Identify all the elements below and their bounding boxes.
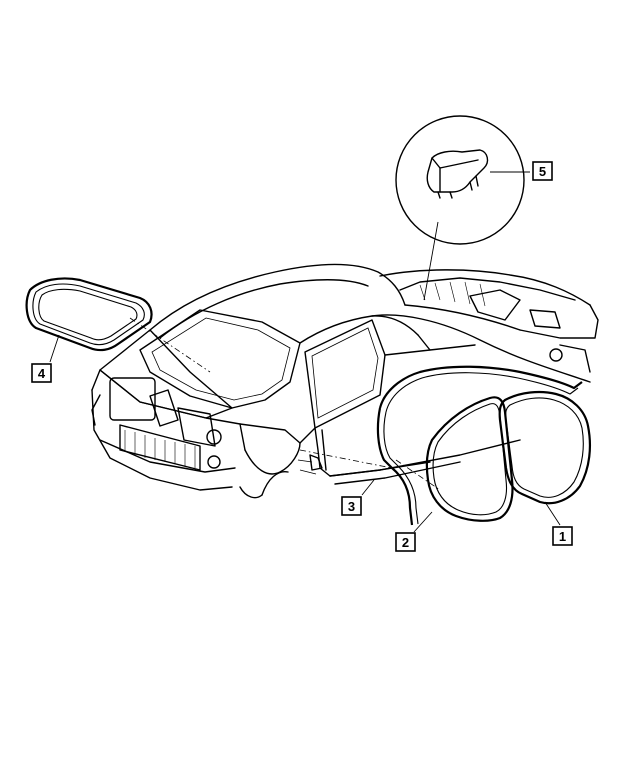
callout-3: 3 bbox=[341, 496, 362, 516]
door-opening-seal bbox=[391, 465, 419, 526]
rear-door-weatherstrip bbox=[376, 365, 583, 469]
callout-5: 5 bbox=[532, 161, 553, 181]
callout-4: 4 bbox=[31, 363, 52, 383]
front-door-weatherstrips bbox=[425, 390, 591, 522]
callout-1-label: 1 bbox=[559, 529, 566, 544]
leader-lines bbox=[49, 171, 561, 533]
detail-circle bbox=[395, 115, 525, 245]
clip-detail bbox=[426, 149, 489, 199]
callout-3-label: 3 bbox=[348, 499, 355, 514]
callout-5-label: 5 bbox=[539, 164, 546, 179]
callout-4-label: 4 bbox=[38, 366, 46, 381]
callout-2: 2 bbox=[395, 532, 416, 552]
car-body bbox=[91, 263, 599, 499]
trunk-weatherstrip bbox=[25, 277, 153, 352]
callout-1: 1 bbox=[552, 526, 573, 546]
callout-2-label: 2 bbox=[402, 535, 409, 550]
